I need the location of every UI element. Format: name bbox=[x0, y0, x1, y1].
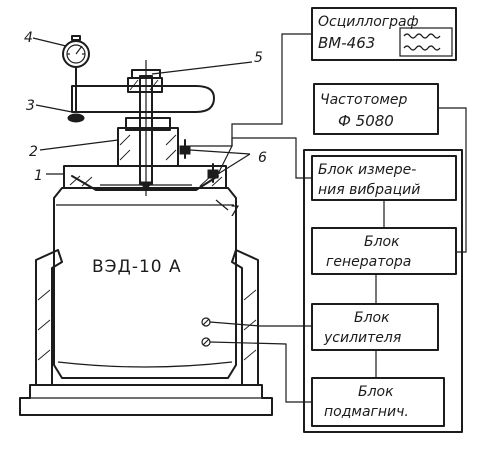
callout-3: 3 bbox=[26, 98, 35, 114]
electronics-rack-frame bbox=[303, 149, 463, 433]
frequency-meter-title: Частотомер bbox=[320, 92, 407, 108]
amplifier-block-line1: Блок bbox=[354, 310, 390, 326]
wiring bbox=[190, 33, 467, 403]
dial-indicator bbox=[62, 35, 90, 87]
callout-1: 1 bbox=[34, 168, 43, 184]
stand-base bbox=[19, 384, 273, 416]
oscillograph-model: ВМ-463 bbox=[318, 34, 375, 52]
callout-7: 7 bbox=[230, 204, 239, 220]
amplifier-block-line2: усилителя bbox=[323, 330, 401, 346]
left-trunnion-support bbox=[35, 249, 63, 386]
sensor-screw-upper bbox=[179, 139, 191, 159]
indicator-bracket bbox=[67, 77, 215, 123]
rod-nut bbox=[131, 69, 161, 79]
right-trunnion-support bbox=[231, 249, 259, 386]
vibration-block-line1: Блок измере- bbox=[318, 162, 416, 178]
amplifier-block bbox=[311, 303, 439, 351]
generator-block-line2: генератора bbox=[326, 254, 411, 270]
body-terminal-lower bbox=[201, 337, 211, 347]
callout-2: 2 bbox=[29, 144, 38, 160]
bias-block-line1: Блок bbox=[358, 384, 394, 400]
body-terminal-upper bbox=[201, 317, 211, 327]
shaker-body bbox=[53, 187, 237, 379]
callout-6: 6 bbox=[258, 150, 267, 166]
callout-5: 5 bbox=[254, 50, 263, 66]
frequency-meter-model: Ф 5080 bbox=[338, 112, 394, 130]
generator-block-line1: Блок bbox=[364, 234, 400, 250]
frequency-meter-block bbox=[313, 83, 439, 135]
callout-4: 4 bbox=[24, 30, 33, 46]
callout-leaders bbox=[32, 37, 253, 211]
shaker-model-label: ВЭД-10 А bbox=[92, 257, 182, 277]
vibration-block-line2: ния вибраций bbox=[318, 182, 420, 198]
fixture-block bbox=[117, 60, 179, 196]
bias-block-line2: подмагнич. bbox=[324, 404, 409, 420]
oscillograph-title: Осциллограф bbox=[318, 14, 419, 30]
